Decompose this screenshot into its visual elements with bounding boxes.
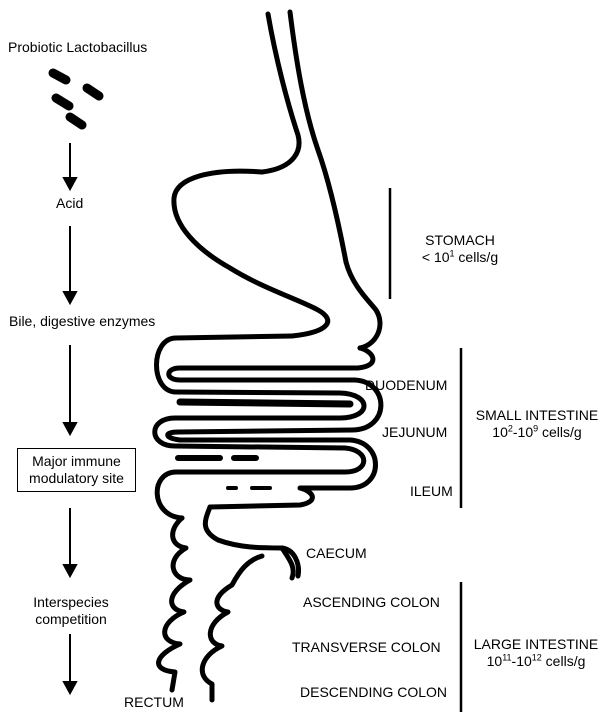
bile-label: Bile, digestive enzymes: [9, 313, 155, 330]
descending-colon-label: DESCENDING COLON: [300, 684, 447, 701]
competition-label: Interspecies competition: [19, 594, 123, 628]
immune-line2: modulatory site: [18, 470, 135, 487]
duodenum-label: DUODENUM: [365, 377, 447, 394]
small-intestine-name: SMALL INTESTINE: [468, 407, 606, 424]
stomach-region-label: STOMACH < 101 cells/g: [410, 232, 510, 266]
acid-label: Acid: [56, 195, 83, 212]
stomach-name: STOMACH: [410, 232, 510, 249]
competition-line1: Interspecies: [19, 594, 123, 611]
large-intestine-count: 1011-1012 cells/g: [466, 653, 606, 670]
immune-site-box: Major immune modulatory site: [17, 448, 136, 492]
large-intestine-region-label: LARGE INTESTINE 1011-1012 cells/g: [466, 636, 606, 670]
bacteria-icon: [53, 73, 99, 125]
rectum-label: RECTUM: [124, 694, 184, 711]
region-brackets: [390, 188, 461, 712]
competition-line2: competition: [19, 611, 123, 628]
transverse-colon-label: TRANSVERSE COLON: [292, 639, 441, 656]
small-intestine-count: 102-109 cells/g: [468, 424, 606, 441]
stomach-count: < 101 cells/g: [410, 249, 510, 266]
immune-line1: Major immune: [18, 453, 135, 470]
probiotic-label: Probiotic Lactobacillus: [8, 39, 147, 56]
large-intestine-name: LARGE INTESTINE: [466, 636, 606, 653]
ileum-label: ILEUM: [410, 483, 453, 500]
caecum-label: CAECUM: [306, 545, 367, 562]
small-intestine-region-label: SMALL INTESTINE 102-109 cells/g: [468, 407, 606, 441]
ascending-colon-label: ASCENDING COLON: [303, 594, 440, 611]
jejunum-label: JEJUNUM: [382, 424, 447, 441]
